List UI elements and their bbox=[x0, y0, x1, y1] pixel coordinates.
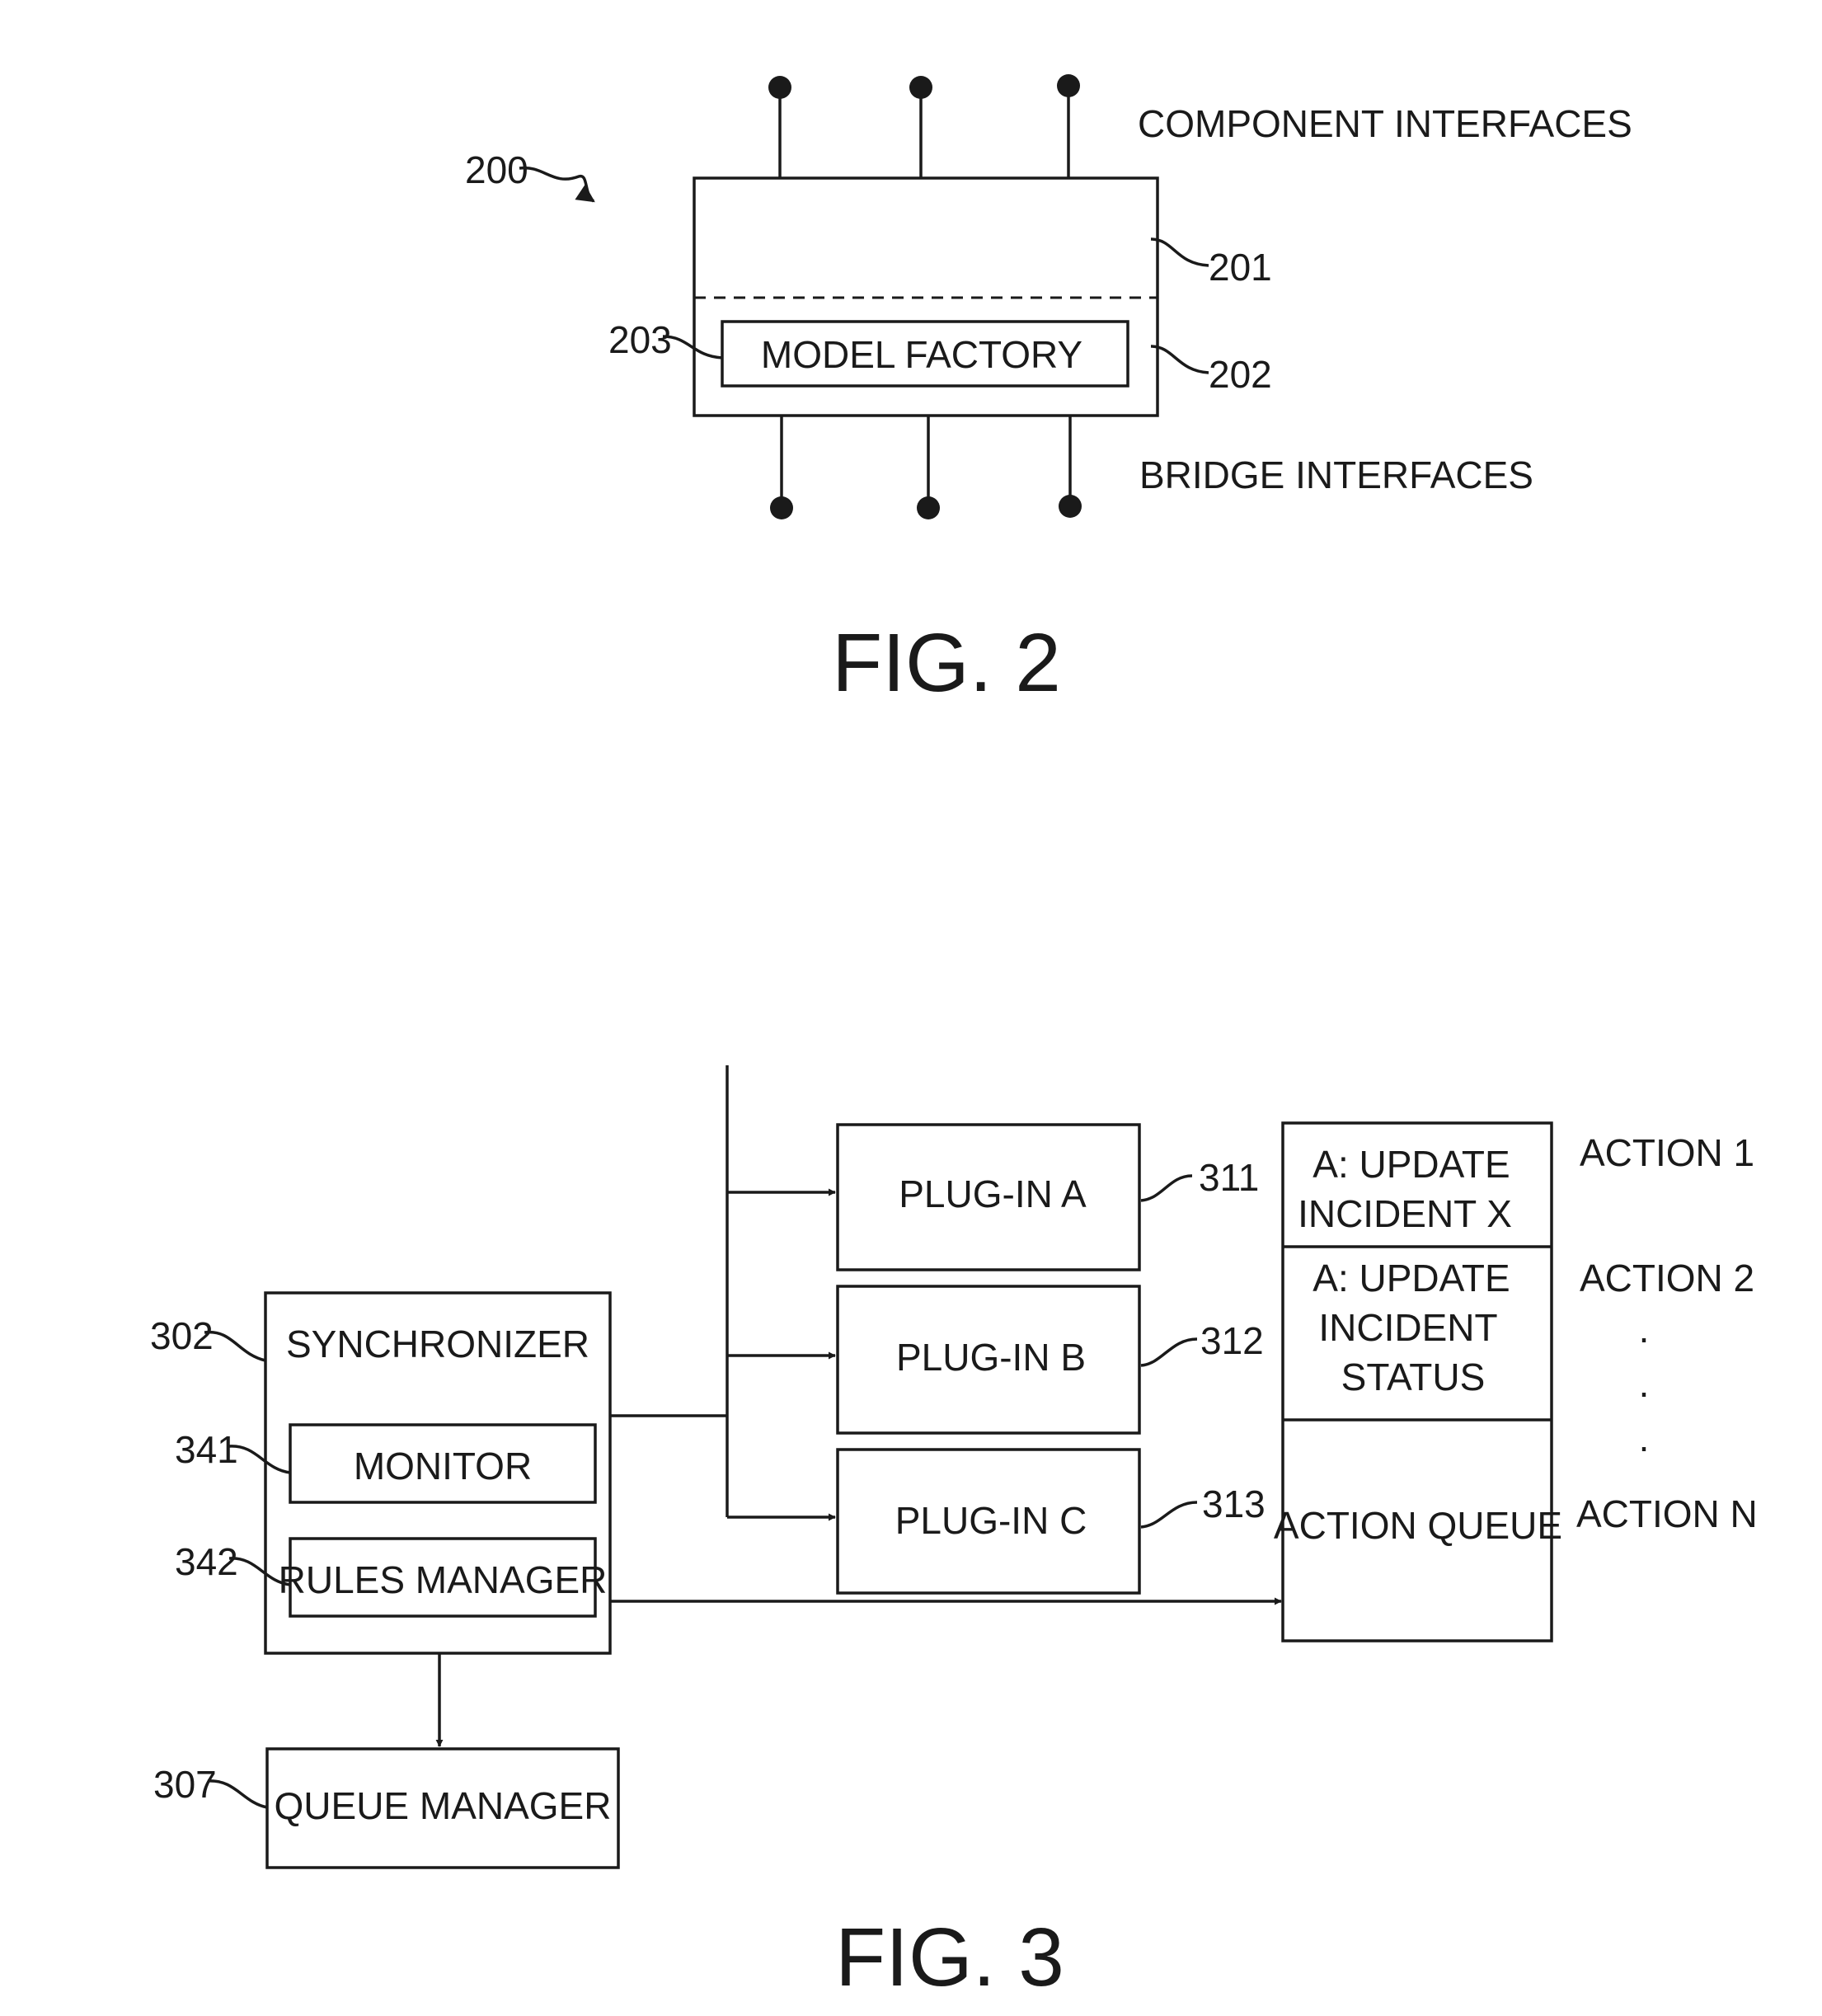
ref-307: 307 bbox=[153, 1763, 217, 1806]
ellipsis-dot-1: . bbox=[1639, 1308, 1650, 1351]
plugin-a-box bbox=[836, 1123, 1141, 1271]
bridge-interface-pins bbox=[770, 416, 1082, 519]
bridge-pin-dot-3 bbox=[1059, 495, 1082, 518]
ref-312: 312 bbox=[1200, 1319, 1264, 1362]
component-pin-dot-2 bbox=[909, 76, 932, 99]
action-1-label: ACTION 1 bbox=[1580, 1131, 1754, 1174]
ellipsis-dot-3: . bbox=[1639, 1417, 1650, 1459]
plugin-c-box bbox=[836, 1448, 1141, 1595]
plugin-a-label: PLUG-IN A bbox=[899, 1172, 1087, 1215]
rules-manager-box bbox=[289, 1537, 597, 1618]
action-queue-label: ACTION QUEUE bbox=[1274, 1504, 1562, 1547]
ref-200-arrow bbox=[519, 166, 595, 203]
action-item-2-line-1: A: UPDATE bbox=[1312, 1257, 1510, 1299]
ref-307-leader bbox=[207, 1779, 268, 1809]
ref-202: 202 bbox=[1209, 353, 1272, 396]
ref-203-leader bbox=[662, 335, 723, 359]
plugin-b-label: PLUG-IN B bbox=[896, 1336, 1086, 1379]
ref-313: 313 bbox=[1202, 1483, 1266, 1525]
ref-311-leader bbox=[1140, 1174, 1193, 1202]
ref-203: 203 bbox=[608, 318, 672, 361]
action-item-1-line-2: INCIDENT X bbox=[1298, 1192, 1512, 1235]
ref-311: 311 bbox=[1199, 1156, 1259, 1199]
queue-manager-label: QUEUE MANAGER bbox=[275, 1784, 612, 1827]
ref-342: 342 bbox=[175, 1540, 238, 1583]
action-n-label: ACTION N bbox=[1576, 1492, 1758, 1535]
plugin-c-label: PLUG-IN C bbox=[895, 1499, 1087, 1542]
ref-302-leader bbox=[204, 1331, 266, 1362]
model-factory-label: MODEL FACTORY bbox=[761, 333, 1082, 376]
fig-2-caption: FIG. 2 bbox=[832, 617, 1061, 709]
action-2-label: ACTION 2 bbox=[1580, 1257, 1754, 1299]
ref-202-leader bbox=[1150, 345, 1209, 374]
ref-201-leader bbox=[1150, 237, 1209, 267]
ref-342-leader bbox=[228, 1557, 291, 1586]
figure-3: SYNCHRONIZER MONITOR RULES MANAGER 302 3… bbox=[150, 1065, 1758, 2004]
bridge-pin-dot-2 bbox=[917, 496, 940, 519]
ref-341: 341 bbox=[175, 1428, 238, 1471]
ref-201: 201 bbox=[1209, 246, 1272, 289]
synchronizer-label: SYNCHRONIZER bbox=[286, 1323, 589, 1365]
rules-manager-label: RULES MANAGER bbox=[279, 1558, 608, 1601]
ref-341-leader bbox=[228, 1445, 291, 1474]
ellipsis-dot-2: . bbox=[1639, 1362, 1650, 1405]
action-queue-box bbox=[1281, 1121, 1553, 1642]
component-interface-pins bbox=[768, 74, 1080, 178]
ref-302: 302 bbox=[150, 1314, 214, 1357]
action-item-2-line-2: INCIDENT bbox=[1318, 1306, 1497, 1349]
figure-2: MODEL FACTORY COMPONENT INTERFACES BRIDG… bbox=[465, 74, 1632, 709]
plugin-b-box bbox=[836, 1285, 1141, 1435]
fig-3-caption: FIG. 3 bbox=[835, 1911, 1064, 2004]
component-pin-dot-3 bbox=[1057, 74, 1080, 97]
action-item-2-line-3: STATUS bbox=[1341, 1356, 1486, 1398]
monitor-box bbox=[289, 1423, 597, 1504]
monitor-label: MONITOR bbox=[354, 1445, 532, 1487]
queue-manager-box bbox=[265, 1747, 620, 1869]
component-pin-dot-1 bbox=[768, 76, 791, 99]
model-factory-box bbox=[721, 320, 1129, 388]
bridge-interfaces-label: BRIDGE INTERFACES bbox=[1139, 453, 1533, 496]
component-interfaces-label: COMPONENT INTERFACES bbox=[1138, 102, 1632, 145]
action-item-1-line-1: A: UPDATE bbox=[1312, 1143, 1510, 1186]
ref-312-leader bbox=[1140, 1337, 1198, 1367]
ref-313-leader bbox=[1140, 1501, 1198, 1529]
ref-200: 200 bbox=[465, 148, 528, 191]
bridge-pin-dot-1 bbox=[770, 496, 793, 519]
